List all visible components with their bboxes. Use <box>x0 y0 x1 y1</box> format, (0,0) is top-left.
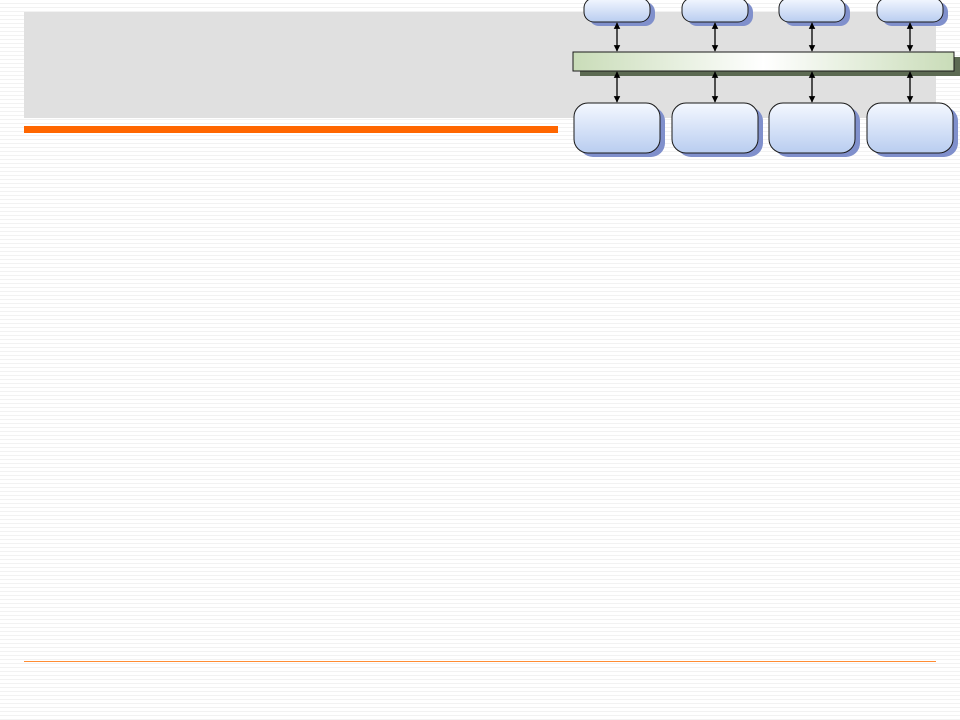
top-node-4 <box>876 0 944 23</box>
top-node-3 <box>778 0 846 23</box>
bottom-node-4 <box>866 102 954 154</box>
top-node-2 <box>681 0 749 23</box>
bottom-node-2 <box>671 102 759 154</box>
footer-rule <box>24 661 936 662</box>
title-accent-bar <box>24 126 558 133</box>
bottom-node-1 <box>573 102 661 154</box>
top-node-1 <box>583 0 651 23</box>
bottom-node-3 <box>768 102 856 154</box>
system-bus <box>572 51 955 72</box>
